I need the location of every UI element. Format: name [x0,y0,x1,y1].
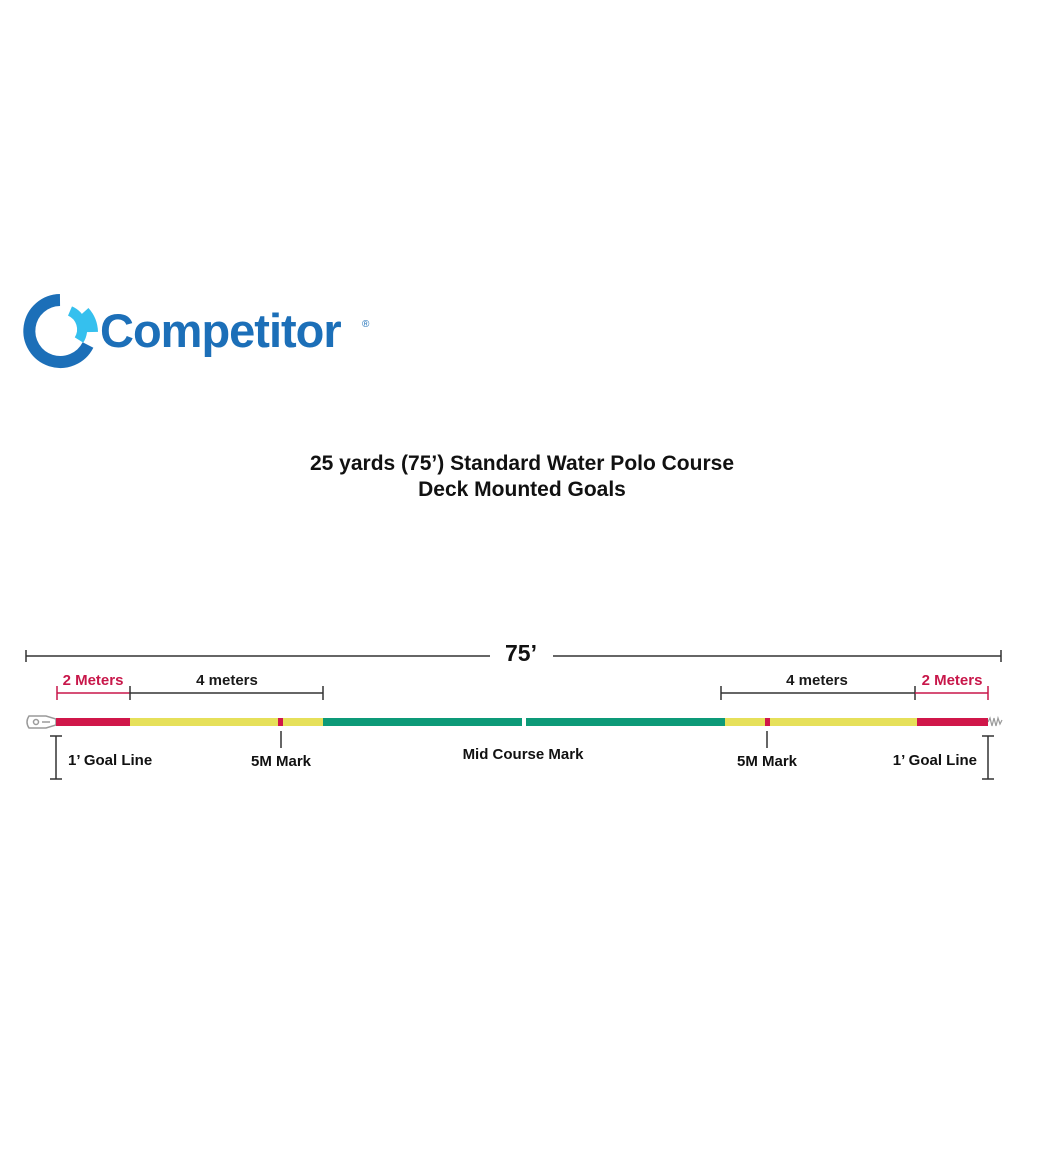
mid-course-mark-label: Mid Course Mark [463,746,585,763]
right-five-m-zone-label: 4 meters [786,672,848,689]
left-mid-zone-segment [323,718,522,726]
competitor-ring-logo-icon [23,294,98,368]
competitor-logo: Competitor ® [23,294,370,368]
overall-length-dimension [25,650,1002,662]
diagram-title-line-2: Deck Mounted Goals [418,478,626,501]
lane-rope [56,718,988,726]
right-five-m-marker [765,718,770,726]
right-mid-zone-segment [526,718,725,726]
right-goal-line-label: 1’ Goal Line [893,752,977,769]
left-goal-zone-segment [56,718,130,726]
right-five-m-zone-segment [725,718,917,726]
left-five-m-zone-label: 4 meters [196,672,258,689]
left-five-m-label: 5M Mark [251,753,312,770]
right-five-m-label: 5M Mark [737,753,798,770]
logo-wordmark: Competitor [100,304,341,357]
overall-length-label: 75’ [505,640,537,666]
diagram-title-line-1: 25 yards (75’) Standard Water Polo Cours… [310,452,734,475]
right-goal-zone-segment [917,718,988,726]
left-five-m-zone-dimension [129,686,324,700]
left-goal-line-bracket [50,735,62,780]
left-five-m-marker [278,718,283,726]
right-goal-line-bracket [982,735,994,780]
logo-registered-mark: ® [362,319,370,330]
right-spring-fitting-icon [987,715,1003,727]
left-goal-zone-dimension [56,686,130,700]
right-goal-zone-label: 2 Meters [922,672,983,689]
left-goal-zone-label: 2 Meters [63,672,124,689]
left-anchor-fitting-icon [26,715,57,729]
left-goal-line-label: 1’ Goal Line [68,752,152,769]
left-five-m-zone-segment [130,718,323,726]
right-goal-zone-dimension [915,686,989,700]
